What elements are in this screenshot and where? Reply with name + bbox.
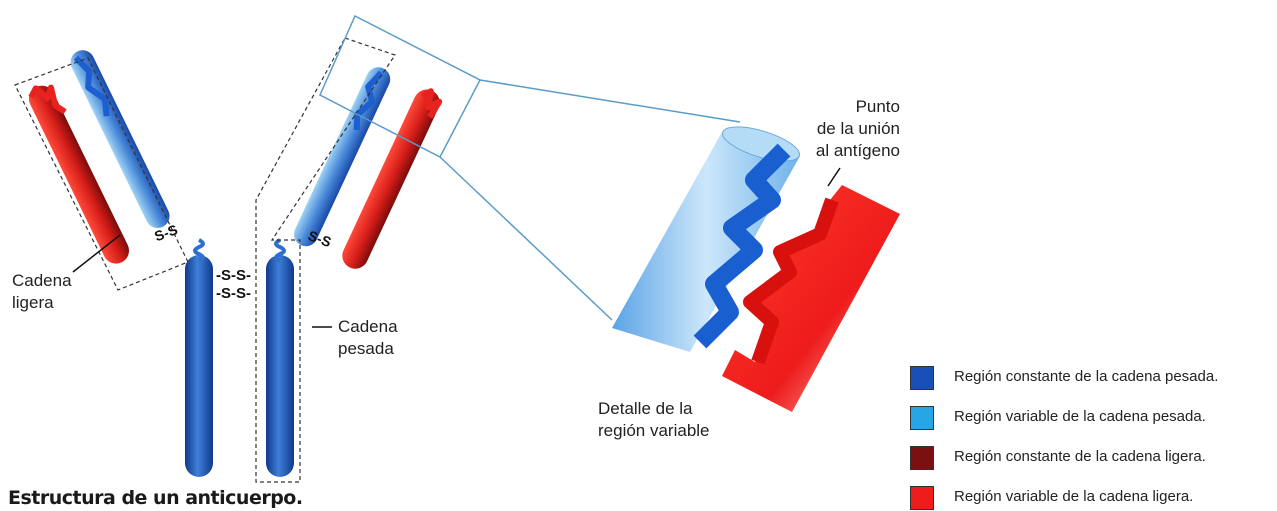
detail-label: Detalle de la región variable: [598, 398, 710, 442]
svg-text:S-S: S-S: [306, 227, 333, 250]
light-chain-label: Cadena ligera: [12, 270, 72, 314]
disulfide-bonds: S-S S-S -S-S- -S-S-: [152, 221, 333, 302]
zoom-box: [319, 14, 741, 321]
right-heavy-chain-arm: [293, 67, 391, 247]
legend-label-heavy-constant: Región constante de la cadena pesada.: [954, 368, 1219, 385]
hinge-coils: [193, 238, 286, 263]
legend-label-light-variable: Región variable de la cadena ligera.: [954, 488, 1194, 505]
svg-text:S-S: S-S: [152, 221, 179, 244]
figure-caption: Estructura de un anticuerpo.: [8, 487, 303, 509]
detail-heavy-variable: [612, 126, 800, 352]
binding-site-label-line-1: Punto: [855, 97, 900, 116]
binding-site-label-line-2: de la unión: [816, 119, 900, 138]
legend-swatch-light-variable: [910, 486, 934, 510]
legend-label-light-constant: Región constante de la cadena ligera.: [954, 448, 1206, 465]
svg-text:-S-S-: -S-S-: [216, 285, 251, 302]
heavy-chain-label-line-2: pesada: [338, 339, 394, 358]
legend-swatch-heavy-variable: [910, 406, 934, 430]
left-light-chain-arm: [28, 84, 129, 264]
svg-text:-S-S-: -S-S-: [216, 267, 251, 284]
left-heavy-chain-arm: [70, 50, 170, 228]
binding-site-label: Punto de la unión al antígeno: [790, 96, 900, 162]
legend-swatch-light-constant: [910, 446, 934, 470]
light-chain-label-line-1: Cadena: [12, 271, 72, 290]
binding-site-label-line-3: al antígeno: [815, 141, 900, 160]
heavy-chain-stem-right: [266, 255, 294, 477]
legend-swatch-heavy-constant: [910, 366, 934, 390]
heavy-chain-label-line-1: Cadena: [338, 317, 398, 336]
right-heavy-chain-box: [255, 37, 396, 483]
right-light-chain-arm: [342, 88, 443, 269]
legend-label-heavy-variable: Región variable de la cadena pesada.: [954, 408, 1206, 425]
light-chain-leader: [72, 234, 121, 273]
detail-label-line-2: región variable: [598, 421, 710, 440]
heavy-chain-stem-left: [185, 255, 213, 477]
binding-site-leader: [827, 167, 841, 187]
light-chain-label-line-2: ligera: [12, 293, 54, 312]
detail-light-variable: [722, 185, 900, 412]
heavy-chain-label: Cadena pesada: [338, 316, 398, 360]
left-light-chain-box: [14, 57, 189, 291]
detail-label-line-1: Detalle de la: [598, 399, 693, 418]
